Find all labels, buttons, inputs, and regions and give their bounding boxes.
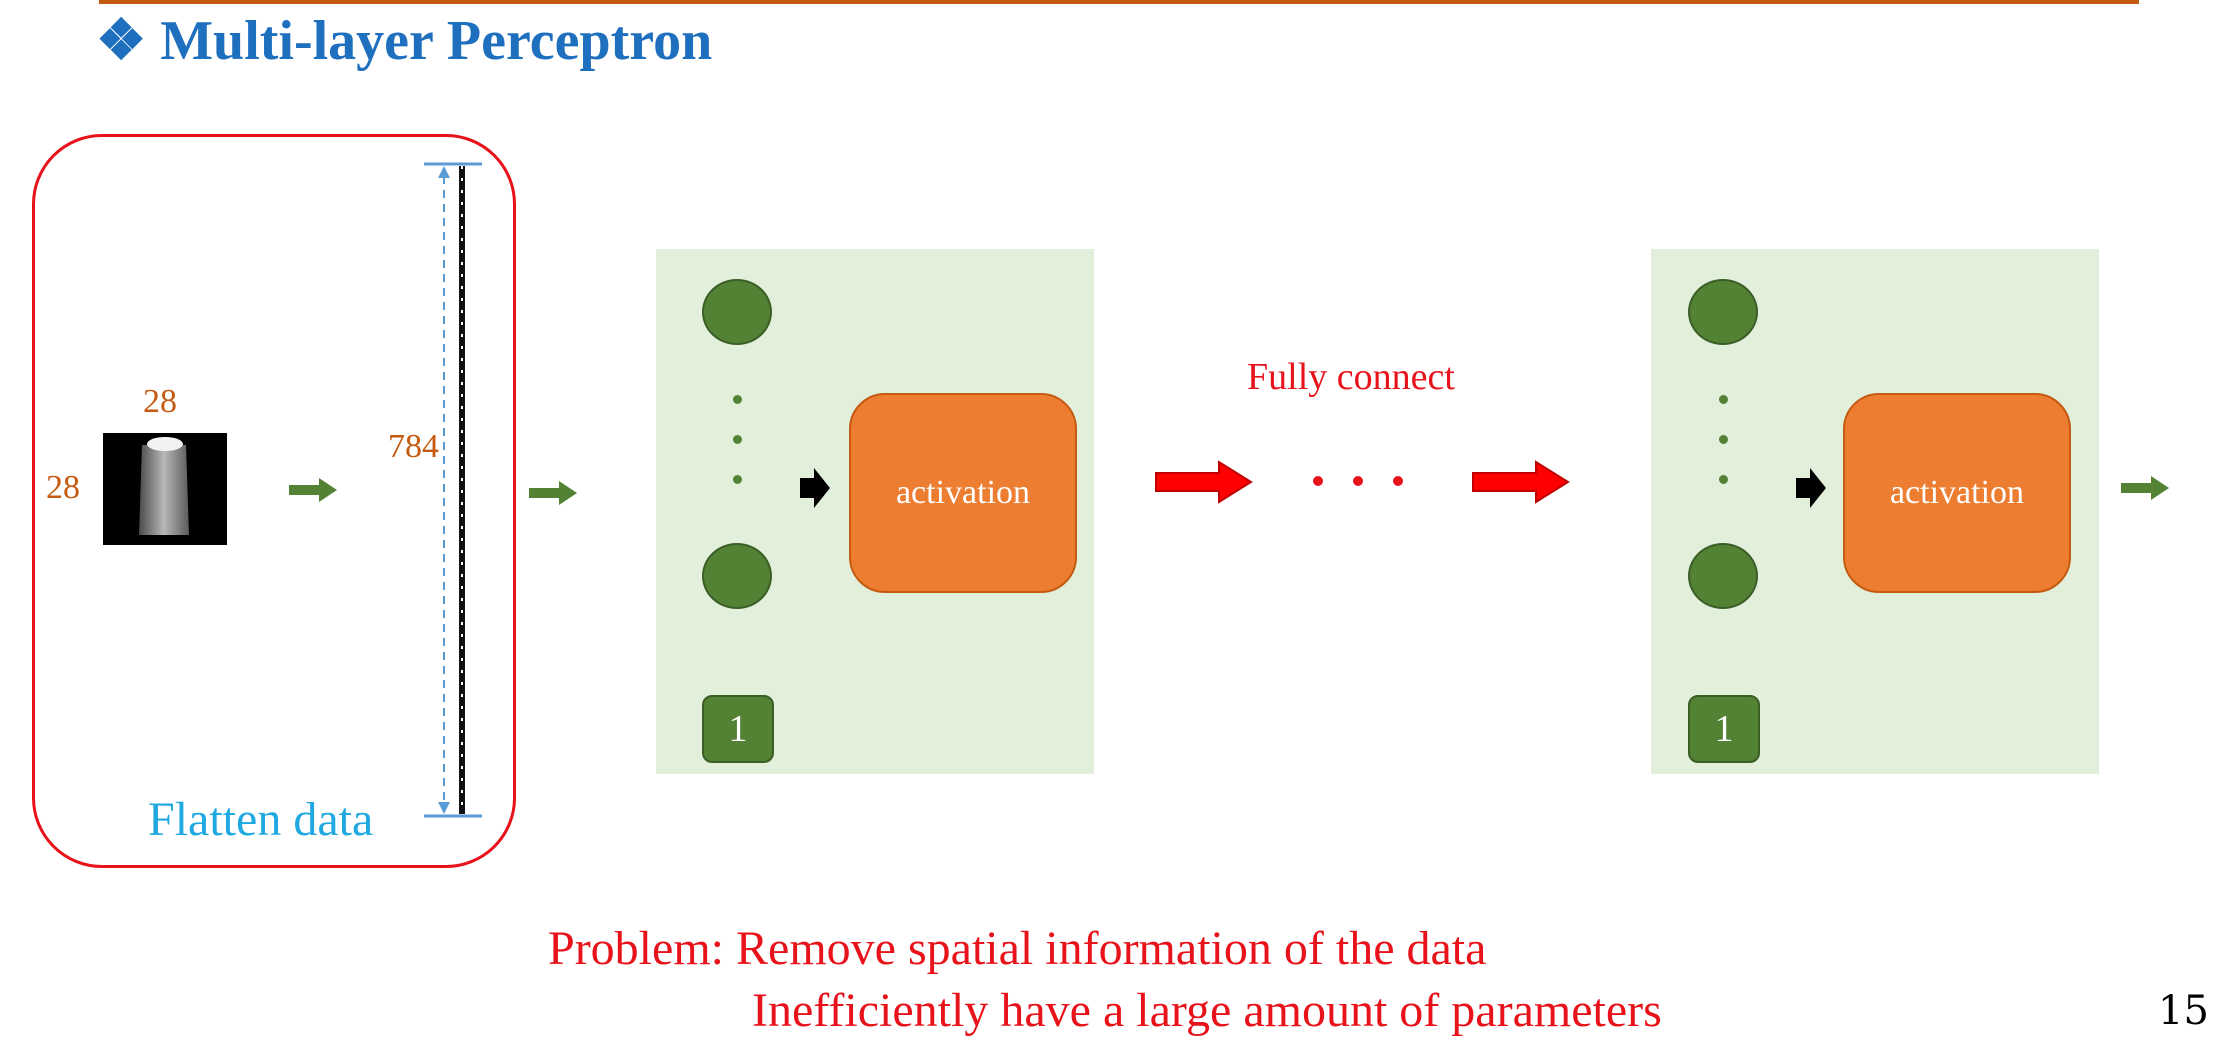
green-arrow-icon [529,481,577,505]
ellipsis-dot [1353,476,1363,486]
ellipsis-dot [733,475,742,484]
red-arrow-icon [1472,460,1570,504]
activation-box: activation [849,393,1077,593]
neuron-node [1688,279,1758,345]
title-rule [99,0,2139,4]
ellipsis-dot [1719,435,1728,444]
page-number: 15 [2158,988,2209,1034]
neuron-node [1688,543,1758,609]
ellipsis-dot [733,435,742,444]
ellipsis-dot [733,395,742,404]
red-arrow-icon [1155,460,1253,504]
digit-shape [139,445,189,535]
fully-connect-label: Fully connect [1247,356,1455,398]
ellipsis-dot [1719,395,1728,404]
hidden-layer-2: activation 1 [1651,249,2099,774]
flatten-data-caption: Flatten data [148,793,374,846]
flatten-data-box [32,134,516,868]
slide-title-text: Multi-layer Perceptron [160,10,713,72]
input-image [103,433,227,545]
green-arrow-icon [289,478,337,502]
green-arrow-icon [2121,476,2169,500]
flatten-vector [424,162,482,818]
ellipsis-dot [1719,475,1728,484]
black-arrow-icon [1796,468,1826,508]
bullet-diamond-icon: ❖ [96,10,147,72]
slide-title: ❖Multi-layer Perceptron [96,8,712,73]
flattened-length-label: 784 [388,428,439,465]
neuron-node [702,543,772,609]
image-width-label: 28 [143,383,177,420]
problem-line-1: Problem: Remove spatial information of t… [548,922,1487,975]
ellipsis-dot [1393,476,1403,486]
problem-statement: Problem: Remove spatial information of t… [548,918,1662,1042]
problem-line-2: Inefficiently have a large amount of par… [752,984,1662,1037]
ellipsis-dot [1313,476,1323,486]
hidden-layer-1: activation 1 [656,249,1094,774]
bias-node: 1 [1688,695,1760,763]
activation-box: activation [1843,393,2071,593]
digit-highlight [147,437,183,451]
neuron-node [702,279,772,345]
image-height-label: 28 [46,469,80,506]
black-arrow-icon [800,468,830,508]
bias-node: 1 [702,695,774,763]
